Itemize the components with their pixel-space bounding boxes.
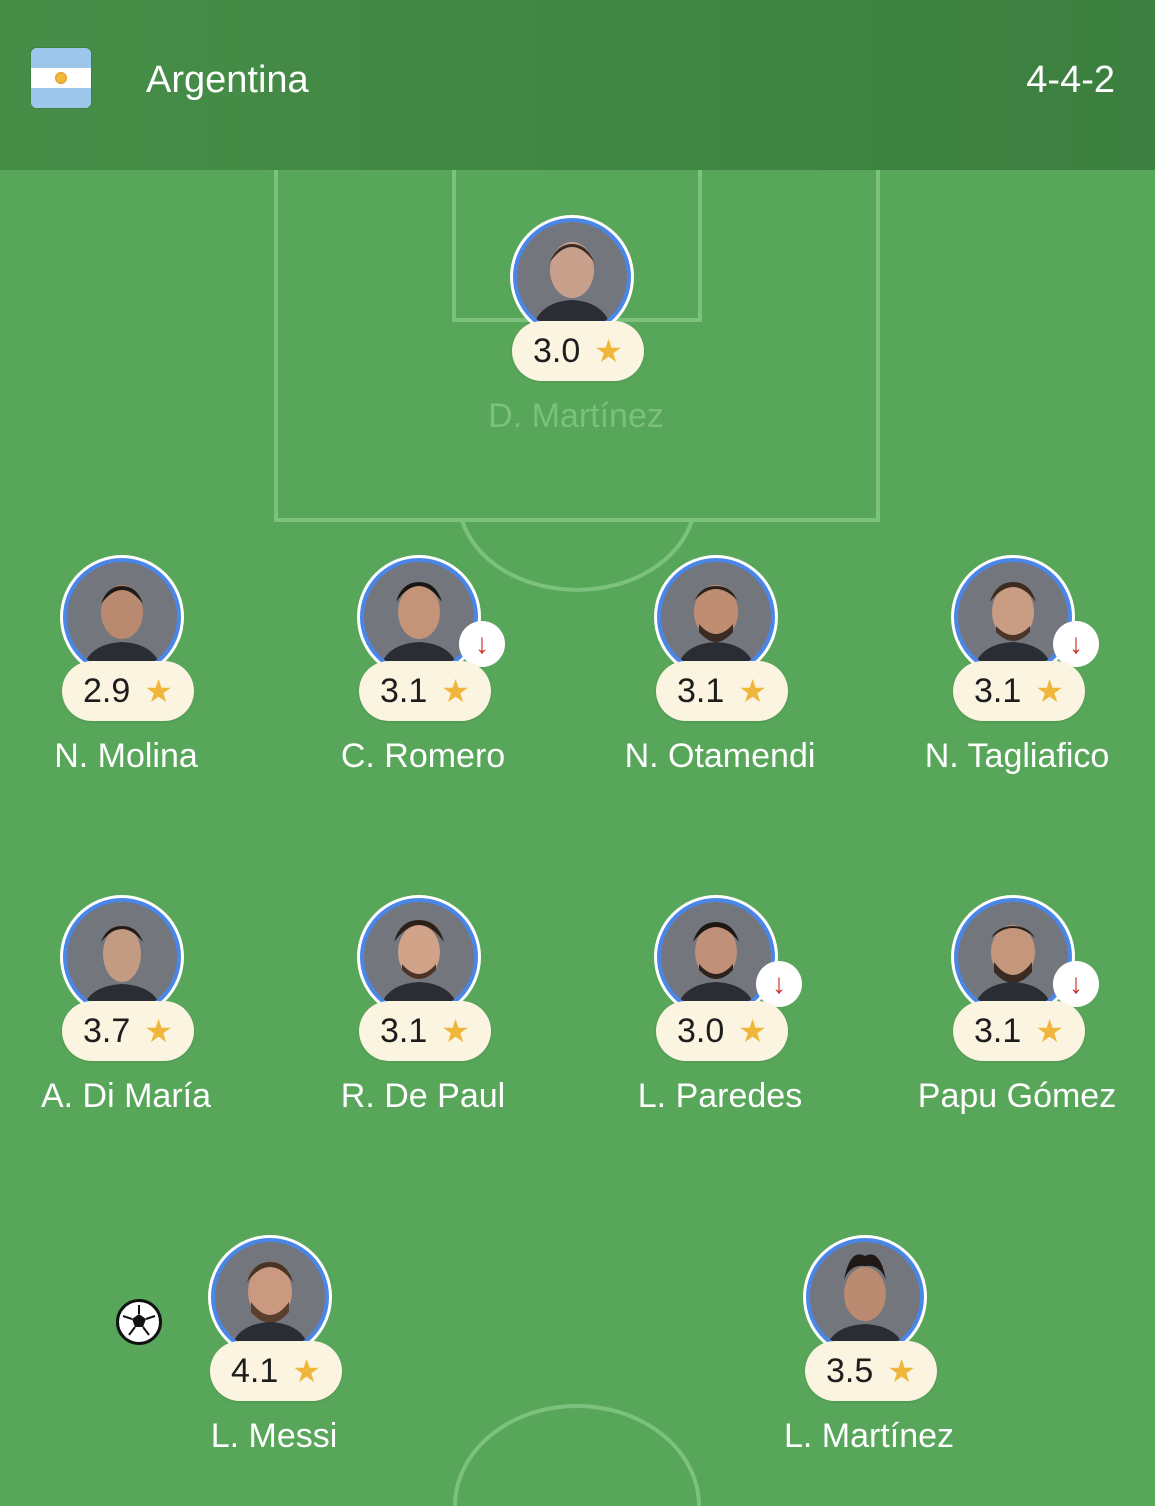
player-avatar [951,555,1075,679]
goal-scored-icon [116,1299,162,1345]
player-name: N. Tagliafico [924,737,1110,775]
substitution-off-icon: ↓ [459,621,505,667]
player-avatar [357,895,481,1019]
player-card[interactable]: 2.9★ N. Molina [0,555,256,785]
player-card[interactable]: ↓ 3.1★ Papu Gómez [887,895,1147,1125]
star-icon: ★ [738,1013,767,1049]
player-name: L. Paredes [637,1077,803,1115]
player-name: A. Di María [40,1077,212,1115]
player-avatar [951,895,1075,1019]
rating-badge: 3.1★ [359,1001,491,1061]
player-avatar [510,215,634,339]
player-name: N. Molina [54,737,198,775]
star-icon: ★ [738,673,767,709]
player-card[interactable]: ↓ 3.1★ N. Tagliafico [887,555,1147,785]
player-card[interactable]: ↓ 3.1★ C. Romero [293,555,553,785]
substitution-off-icon: ↓ [756,961,802,1007]
rating-badge: 4.1★ [210,1341,342,1401]
player-name: Papu Gómez [917,1077,1117,1115]
star-icon: ★ [1035,673,1064,709]
rating-badge: 3.5★ [805,1341,937,1401]
team-name: Argentina [146,59,309,101]
player-name: C. Romero [340,737,506,775]
rating-badge: 3.7★ [62,1001,194,1061]
player-card[interactable]: 3.1★ N. Otamendi [590,555,850,785]
player-name: D. Martínez [488,397,664,435]
player-card[interactable]: 4.1★ L. Messi [116,1235,404,1465]
star-icon: ★ [1035,1013,1064,1049]
rating-badge: 3.0★ [512,321,644,381]
player-avatar [60,895,184,1019]
player-name: L. Messi [210,1417,338,1455]
star-icon: ★ [594,333,623,369]
substitution-off-icon: ↓ [1053,961,1099,1007]
player-card[interactable]: 3.0★ D. Martínez [446,215,706,445]
player-card[interactable]: 3.1★ R. De Paul [293,895,553,1125]
rating-badge: 3.1★ [359,661,491,721]
player-avatar [654,895,778,1019]
star-icon: ★ [887,1353,916,1389]
player-name: L. Martínez [783,1417,955,1455]
rating-badge: 3.0★ [656,1001,788,1061]
star-icon: ★ [292,1353,321,1389]
pitch-markings [274,170,880,1506]
formation-label: 4-4-2 [1026,59,1115,101]
star-icon: ★ [441,1013,470,1049]
team-header: Argentina 4-4-2 [0,0,1155,170]
star-icon: ★ [144,1013,173,1049]
player-card[interactable]: 3.5★ L. Martínez [739,1235,999,1465]
rating-badge: 3.1★ [656,661,788,721]
player-card[interactable]: ↓ 3.0★ L. Paredes [590,895,850,1125]
player-avatar [208,1235,332,1359]
player-name: R. De Paul [340,1077,506,1115]
star-icon: ★ [144,673,173,709]
rating-badge: 3.1★ [953,661,1085,721]
player-name: N. Otamendi [624,737,816,775]
player-card[interactable]: 3.7★ A. Di María [0,895,256,1125]
rating-badge: 2.9★ [62,661,194,721]
argentina-flag-icon [31,48,91,108]
substitution-off-icon: ↓ [1053,621,1099,667]
star-icon: ★ [441,673,470,709]
rating-badge: 3.1★ [953,1001,1085,1061]
